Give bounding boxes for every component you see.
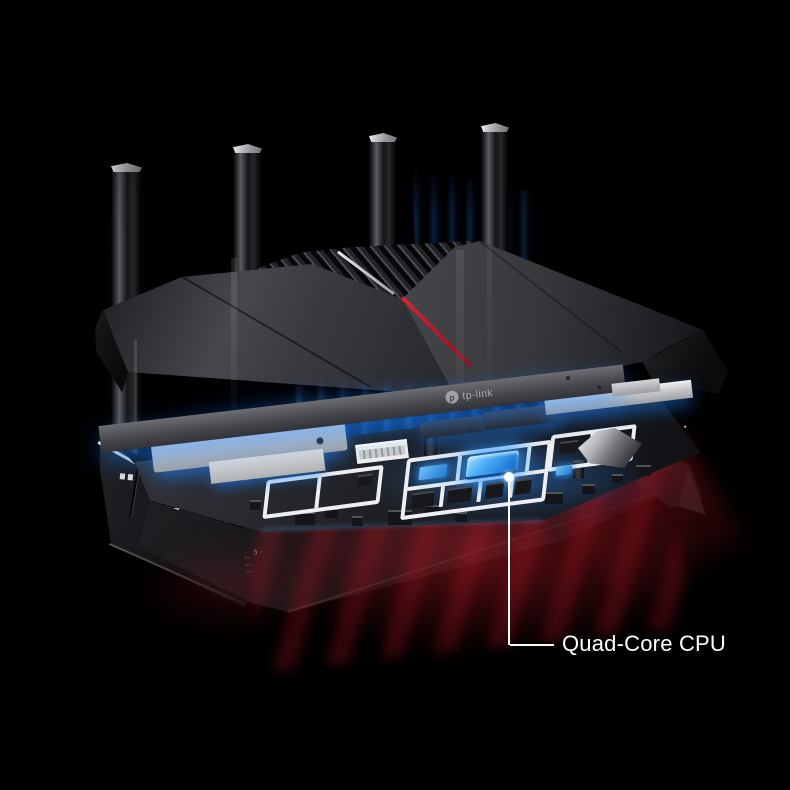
antenna-3-cap [369, 133, 397, 142]
shield-chip [484, 481, 505, 500]
callout-line-vertical [508, 481, 510, 645]
red-glow-left [135, 540, 325, 630]
antenna-2 [233, 144, 262, 285]
antenna-4-cap [481, 123, 509, 132]
frame-divider-v [524, 446, 532, 472]
shield-chip [411, 490, 435, 509]
board-component [455, 512, 467, 522]
callout-label: Quad-Core CPU [562, 631, 726, 656]
frame-divider [314, 476, 323, 509]
plate-screw-hole [316, 436, 324, 445]
board-component [352, 516, 363, 526]
glass-reflection-3 [487, 246, 492, 396]
shield-chip [559, 439, 579, 455]
board-component [612, 474, 623, 483]
frame-divider-v [455, 455, 463, 481]
board-component [582, 484, 595, 494]
connector-pins [358, 445, 406, 460]
antenna-4 [481, 123, 509, 258]
board-component [250, 500, 261, 510]
frame-divider-v [438, 486, 446, 508]
shield-chip [514, 477, 532, 496]
tplink-logo-text: tp-link [461, 386, 494, 402]
tplink-logo: p tp-link [444, 386, 494, 405]
frame-divider-v [476, 481, 483, 503]
antenna-3 [369, 133, 397, 258]
shield-chip [446, 485, 473, 505]
tplink-circle-logo-icon: p [444, 389, 460, 405]
led-window-pair [119, 466, 137, 486]
callout-line-horizontal [510, 644, 554, 646]
bar-screw [565, 375, 571, 381]
antenna-1-cap [111, 163, 142, 172]
antenna-2-cap [233, 144, 262, 153]
board-component [545, 492, 563, 504]
secondary-chip [418, 463, 448, 481]
bar-screw [597, 385, 602, 390]
board-component [636, 465, 651, 476]
shield-chip [356, 473, 373, 487]
